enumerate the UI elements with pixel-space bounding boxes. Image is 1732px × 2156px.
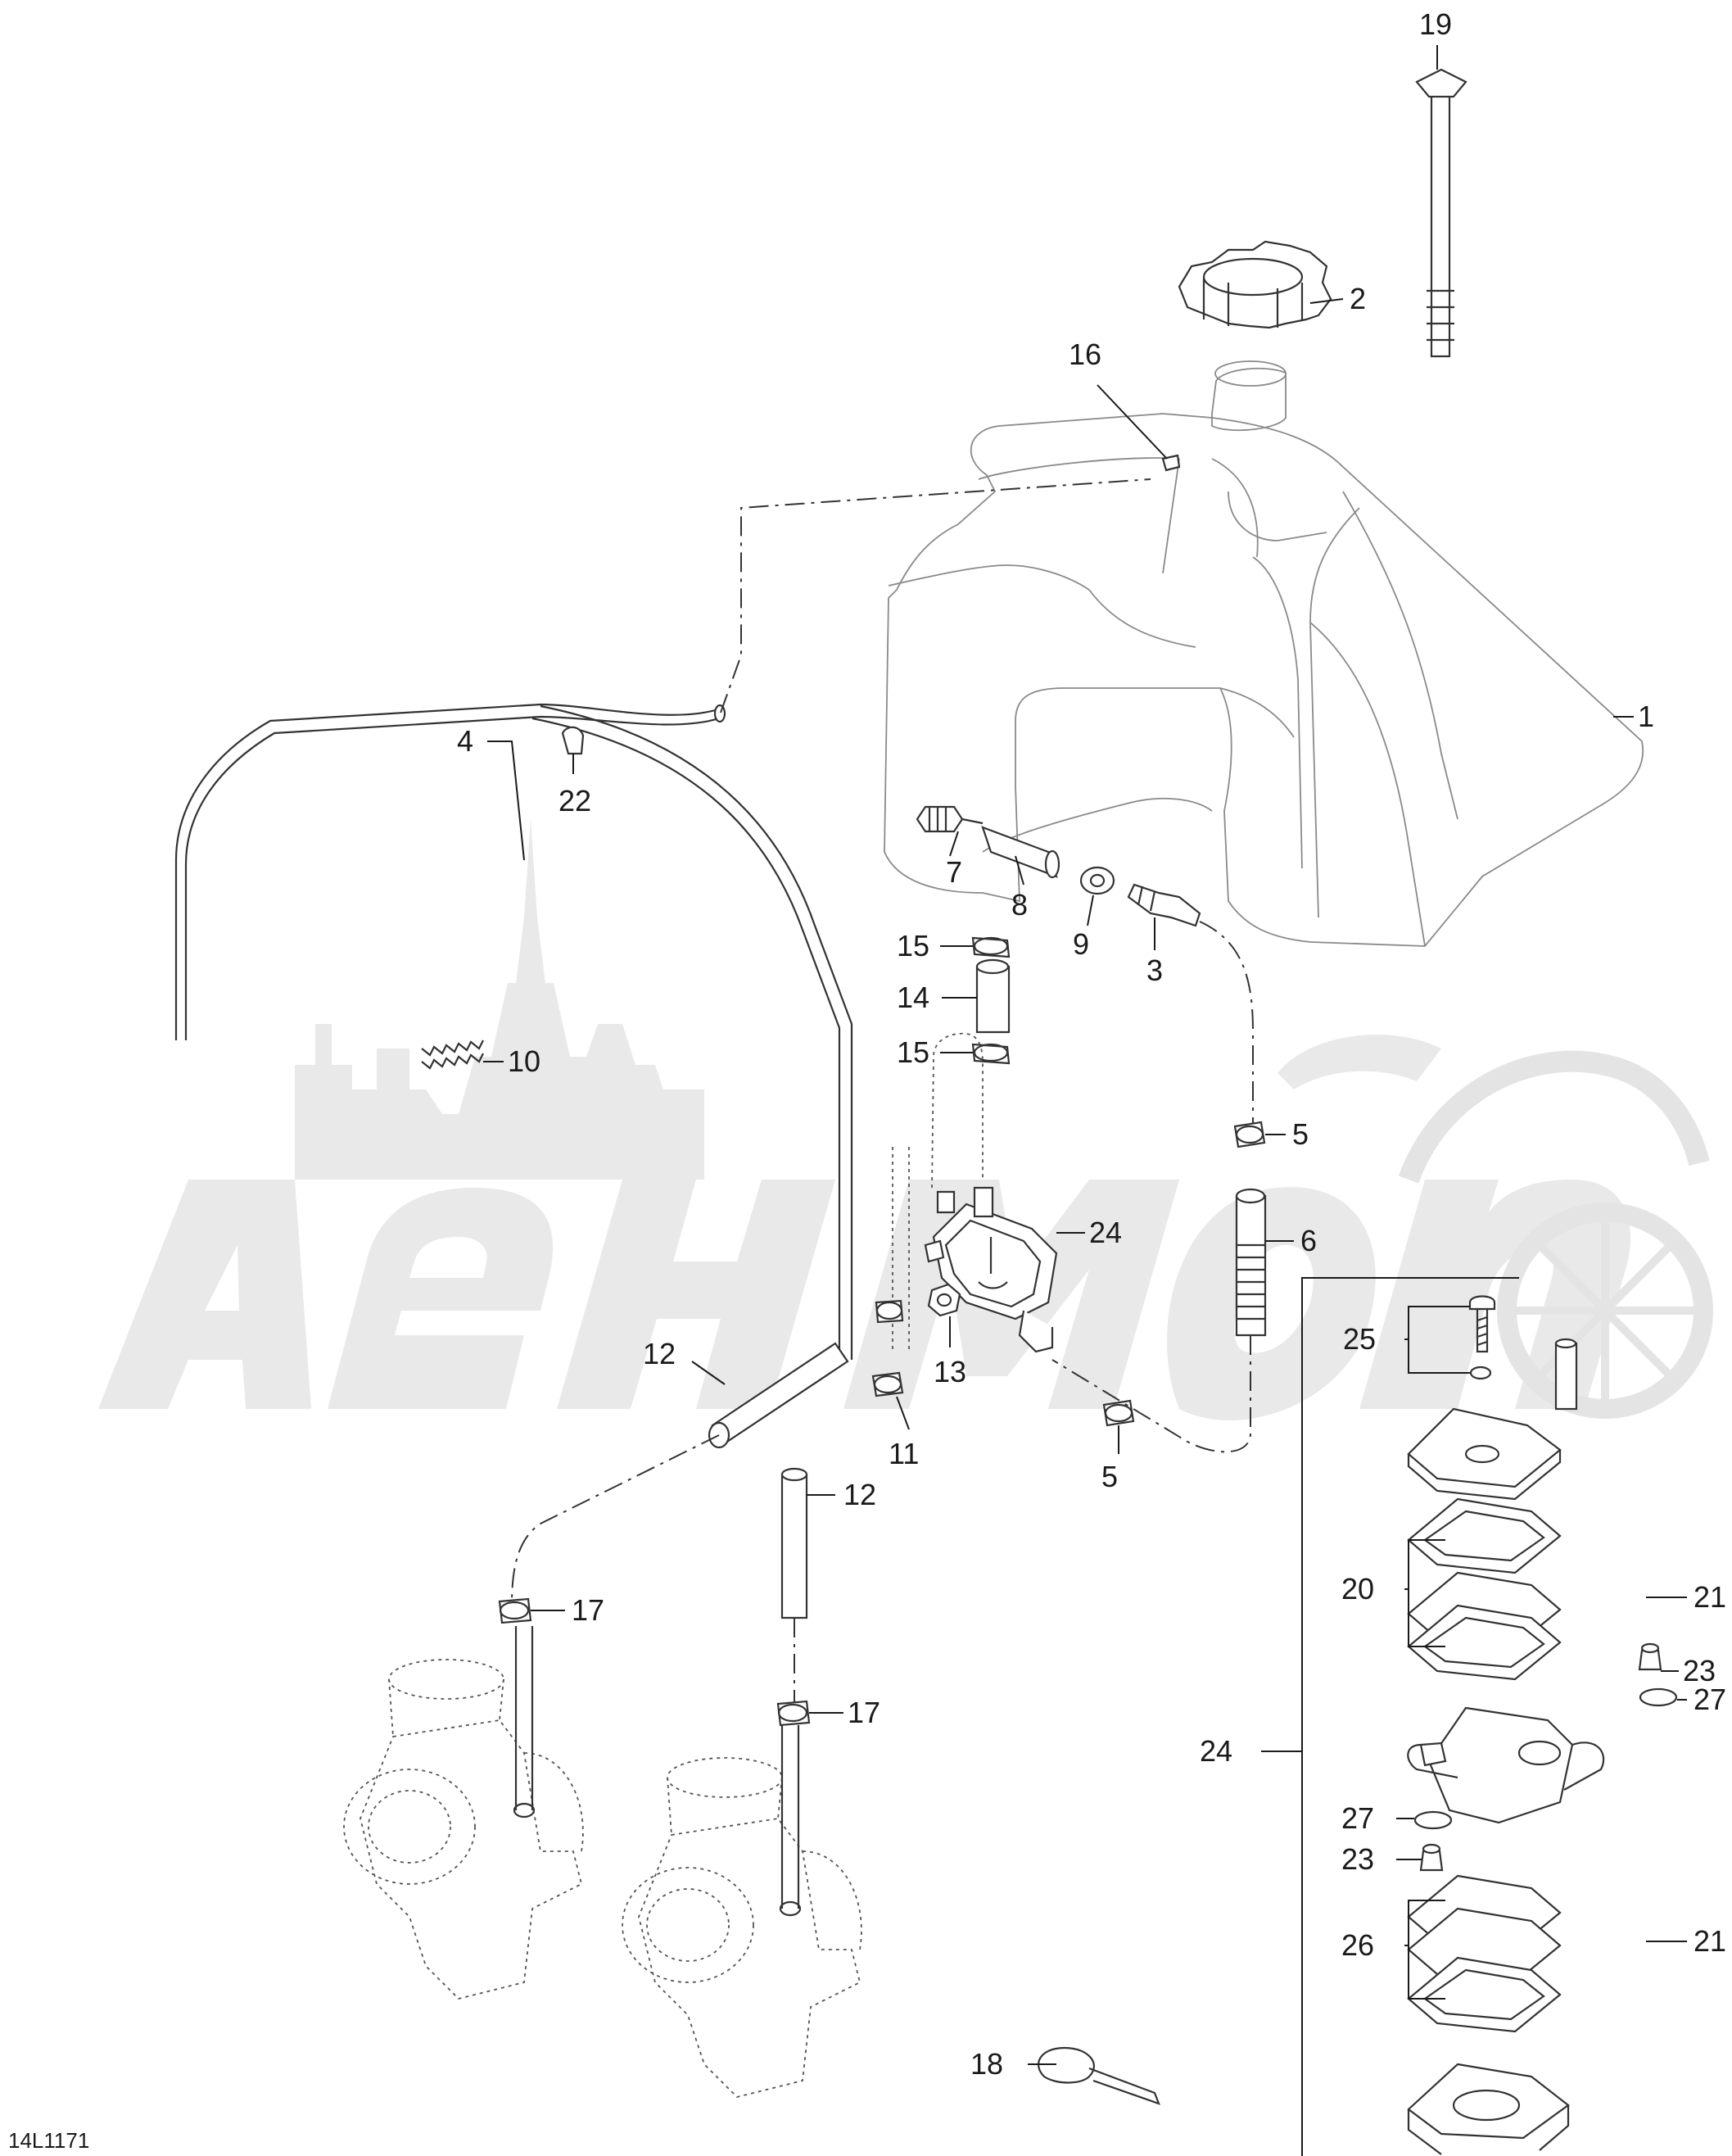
hose-12-b [780, 1467, 808, 1619]
clamp-5-top [1233, 1121, 1266, 1148]
callout-17-a: 17 [572, 1593, 604, 1627]
callout-16: 16 [1069, 337, 1101, 371]
hose-6 [1235, 1188, 1267, 1337]
callout-12-a: 12 [643, 1337, 676, 1370]
clamp-5-bottom [1102, 1399, 1135, 1427]
callout-18: 18 [970, 2047, 1003, 2081]
fitting-3 [1127, 883, 1201, 927]
fuel-tank [884, 360, 1644, 947]
clamp-11-b [871, 1371, 904, 1397]
drawing-code: 14L1171 [8, 2128, 89, 2153]
tie-strap-18 [1038, 2046, 1160, 2105]
fuel-gauge-rod [1415, 68, 1467, 358]
hose-8 [981, 826, 1060, 879]
callout-17-b: 17 [848, 1696, 880, 1729]
vent-line [174, 478, 1151, 1360]
fuel-cap [1178, 240, 1332, 329]
callout-13: 13 [934, 1355, 966, 1388]
clamp-15-top [971, 936, 1011, 958]
callout-7: 7 [946, 855, 962, 889]
hose-14 [975, 958, 1011, 1034]
callout-24-pump: 24 [1089, 1216, 1122, 1249]
callout-12-b: 12 [843, 1478, 876, 1511]
grommet-9 [1079, 866, 1115, 895]
callout-6: 6 [1300, 1224, 1317, 1257]
clip-22 [561, 726, 585, 755]
callout-15-bottom: 15 [897, 1035, 929, 1069]
leader-lines [483, 45, 1687, 2065]
callout-10: 10 [508, 1044, 540, 1078]
callout-22: 22 [558, 784, 591, 818]
callout-24-exploded: 24 [1200, 1734, 1232, 1768]
callout-5-bottom: 5 [1101, 1460, 1118, 1493]
clamp-15-bottom [971, 1043, 1011, 1065]
callout-11: 11 [889, 1437, 919, 1470]
callout-5-top: 5 [1292, 1117, 1309, 1151]
carburetor-right [622, 1725, 862, 2098]
callout-23-top: 23 [1683, 1654, 1716, 1687]
callout-21-top: 21 [1694, 1580, 1726, 1614]
callout-23-bottom: 23 [1341, 1842, 1374, 1876]
fuel-pump-assembly [892, 1032, 1058, 1353]
callout-4: 4 [457, 724, 473, 758]
nut-13 [927, 1283, 961, 1317]
clamp-11-a [875, 1299, 904, 1324]
callout-27-bottom: 27 [1341, 1801, 1374, 1835]
clamp-17-b [776, 1700, 811, 1727]
callout-25: 25 [1343, 1322, 1376, 1356]
outlet-screen-7 [916, 805, 984, 833]
watermark-logo [98, 819, 1713, 1420]
callout-19: 19 [1419, 7, 1452, 41]
callout-3: 3 [1146, 953, 1163, 987]
clip-16 [1161, 454, 1181, 472]
spring-10 [421, 1040, 484, 1070]
clamp-17-a [498, 1597, 532, 1624]
callout-8: 8 [1011, 888, 1028, 922]
callout-1: 1 [1638, 700, 1654, 733]
callout-2: 2 [1350, 282, 1366, 315]
callout-20: 20 [1341, 1572, 1374, 1606]
callout-26: 26 [1341, 1928, 1374, 1962]
callout-9: 9 [1073, 927, 1089, 961]
callout-21-bottom: 21 [1694, 1924, 1726, 1958]
callout-numbers: 19 2 16 1 4 22 7 8 9 3 15 14 15 10 5 24 … [8, 7, 1726, 2153]
callout-27-top: 27 [1694, 1683, 1726, 1716]
callout-14: 14 [897, 981, 929, 1014]
callout-15-top: 15 [897, 929, 929, 962]
pump-exploded-view [1301, 1277, 1678, 2156]
carburetor-left [343, 1626, 584, 2000]
